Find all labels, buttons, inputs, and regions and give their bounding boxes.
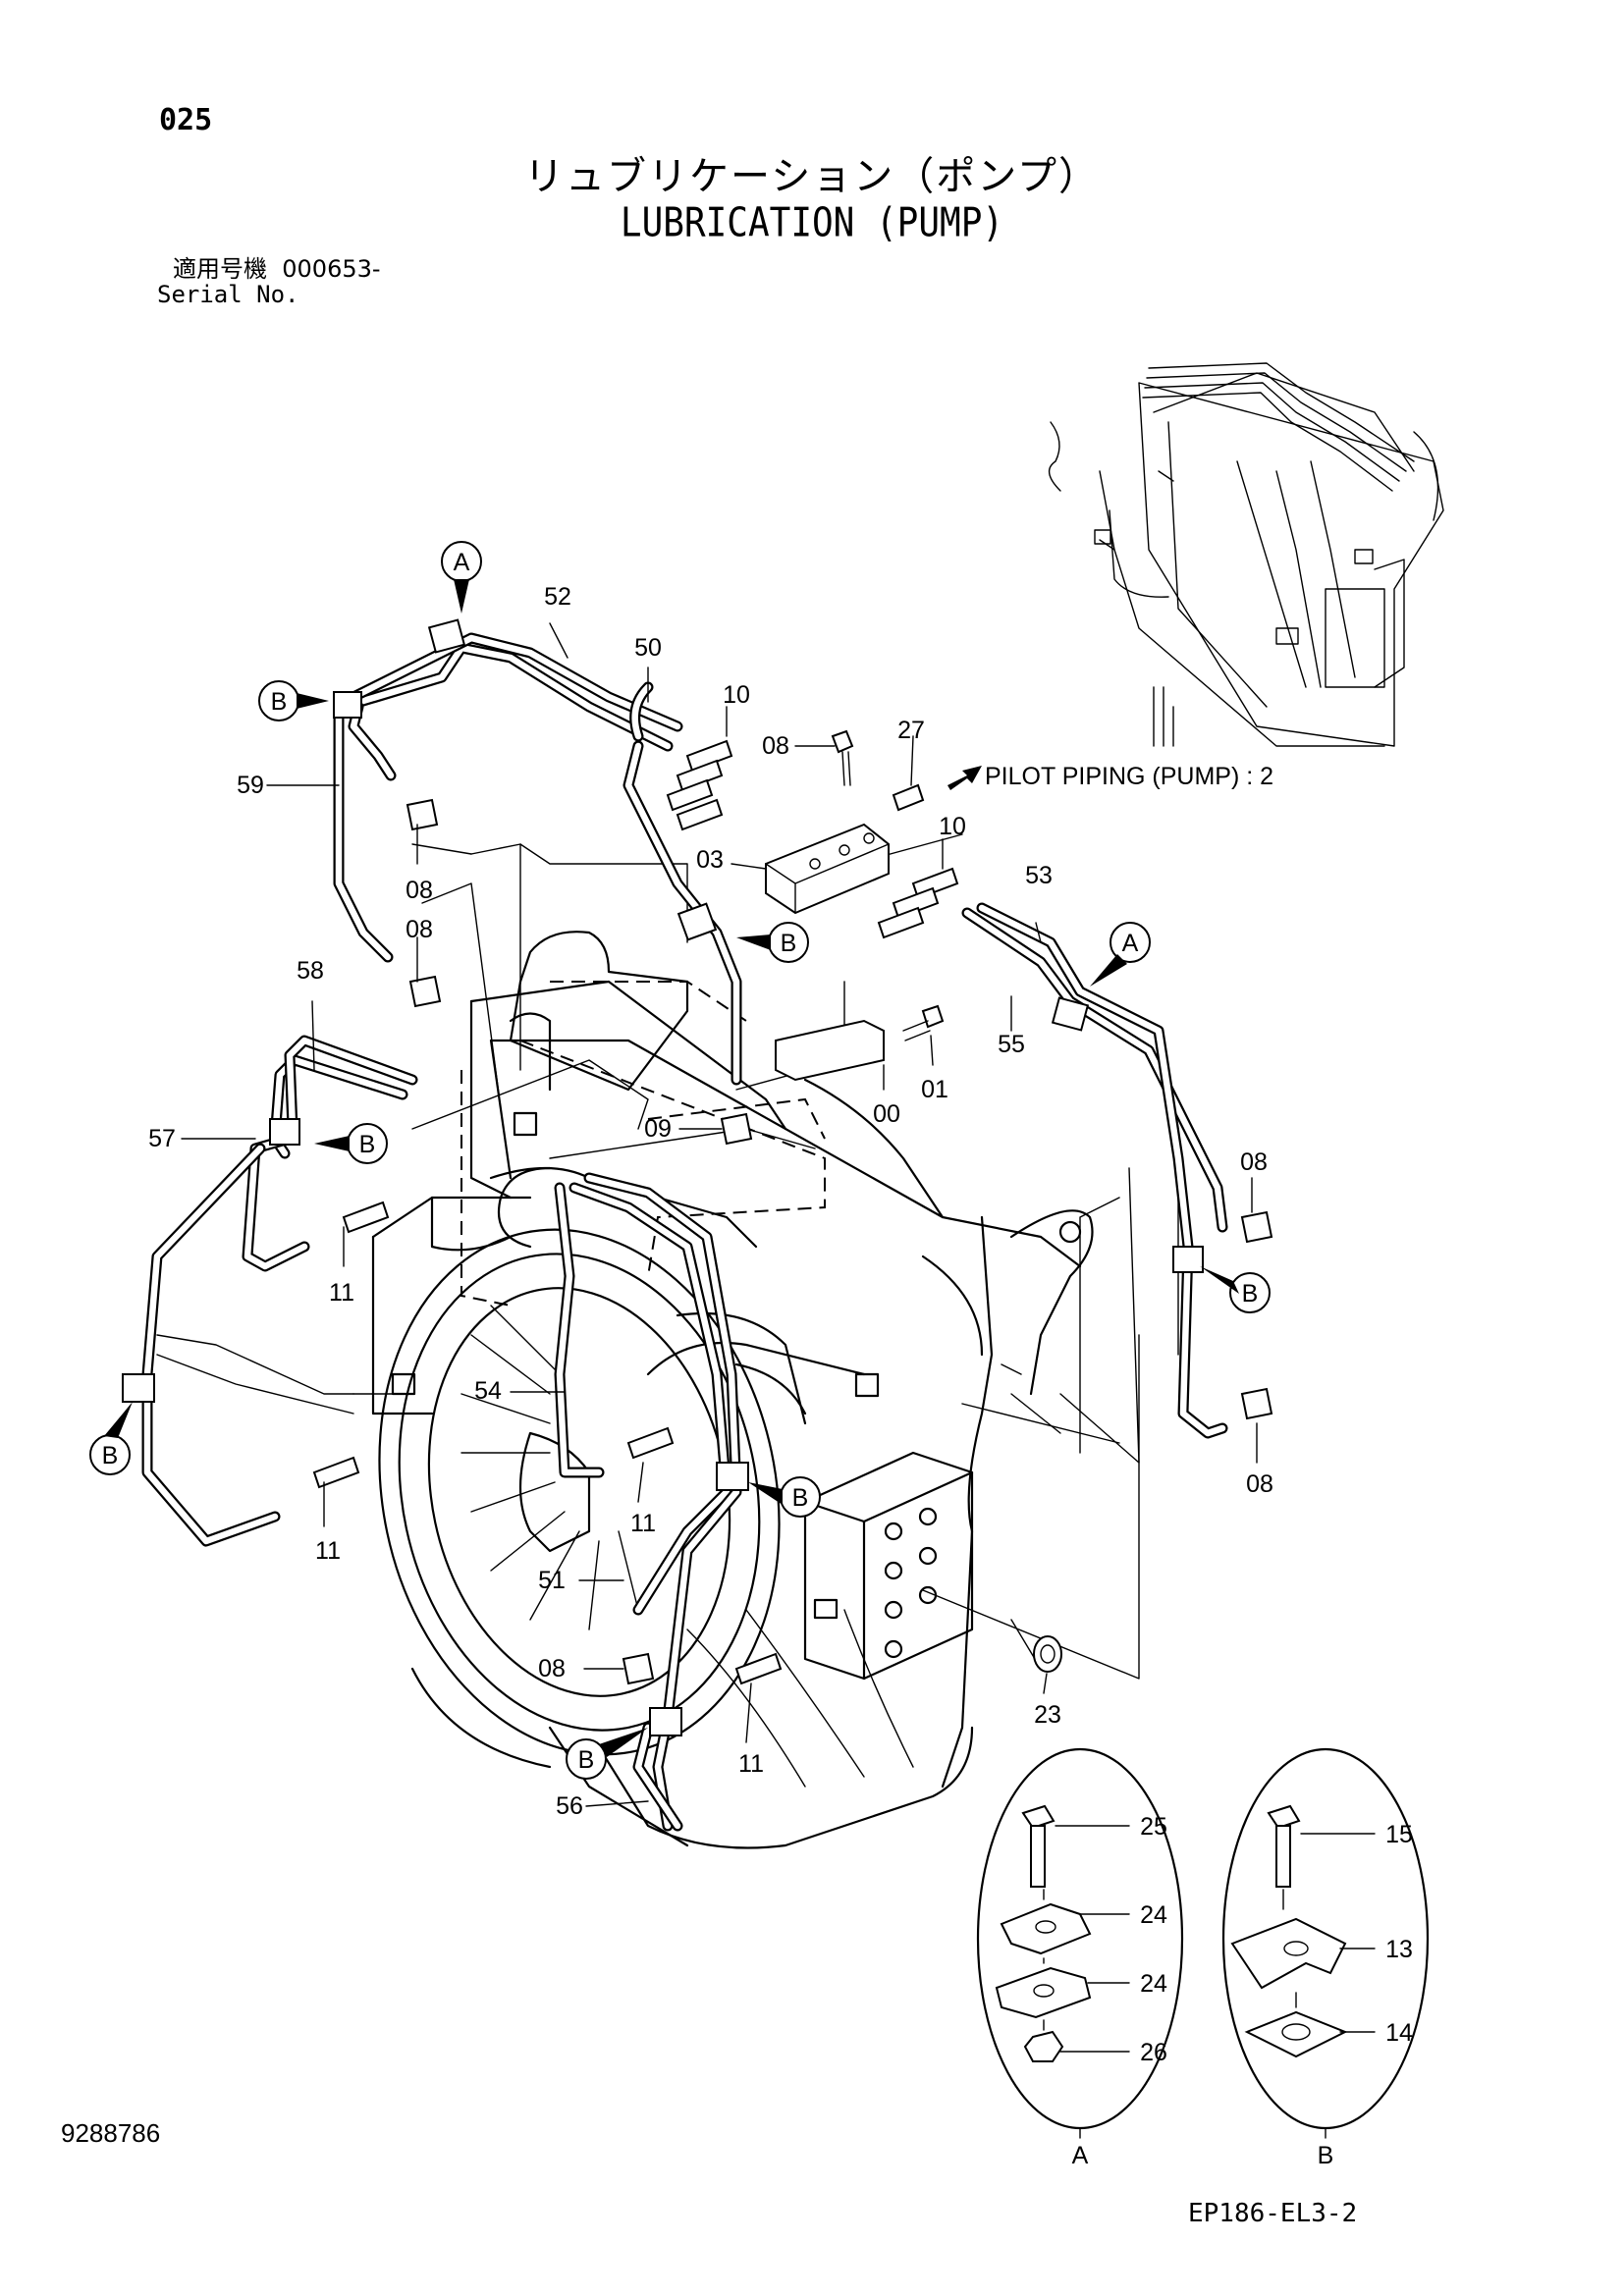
detail-b-label-13: 13 — [1385, 1936, 1413, 1963]
part-label-08-bottom: 08 — [538, 1655, 566, 1682]
detail-a-label-25: 25 — [1140, 1813, 1167, 1841]
part-label-09: 09 — [644, 1115, 672, 1143]
callout-bubbles: A B B A B B B — [89, 541, 1271, 1780]
callout-a-top: A — [441, 541, 482, 614]
part-label-11-c: 11 — [315, 1537, 341, 1565]
part-label-57: 57 — [148, 1125, 176, 1152]
svg-text:B: B — [271, 688, 288, 716]
svg-text:A: A — [454, 549, 470, 576]
part-label-08-right-b: 08 — [1246, 1470, 1273, 1498]
part-label-10-right: 10 — [939, 813, 966, 840]
page-number: 025 — [159, 103, 213, 137]
label-leaders — [181, 622, 1376, 2139]
svg-text:B: B — [578, 1746, 595, 1774]
pilot-piping-note: PILOT PIPING (PUMP) : 2 — [985, 763, 1273, 790]
part-label-11-a: 11 — [329, 1279, 354, 1307]
part-label-27: 27 — [897, 717, 925, 744]
lubrication-pipes — [141, 632, 1228, 1832]
part-label-59: 58 — [297, 957, 324, 985]
svg-text:B: B — [781, 930, 797, 957]
part-label-54: 55 — [998, 1031, 1025, 1058]
overview-inset-drawing — [1048, 362, 1444, 747]
part-number-labels: 52 50 10 08 27 10 03 59 08 08 58 57 53 5… — [148, 583, 1413, 2169]
title-japanese: リュブリケーション（ポンプ） — [524, 154, 1100, 199]
callout-b-center: B — [748, 1476, 821, 1518]
detail-b-label-14: 14 — [1385, 2019, 1413, 2047]
part-label-04: 08 — [762, 732, 789, 760]
detail-b-label-15: 15 — [1385, 1821, 1413, 1848]
part-label-52: 53 — [1025, 862, 1053, 889]
serial-label-english: Serial No. — [157, 281, 299, 308]
svg-text:A: A — [1122, 930, 1139, 957]
document-number: 9288786 — [61, 2118, 161, 2148]
callout-b-pipe59: B — [314, 1123, 388, 1164]
part-label-11-b: 11 — [630, 1510, 656, 1537]
part-label-53: 54 — [474, 1377, 502, 1405]
pump-housing-drawing — [371, 931, 1094, 1849]
part-label-08-a: 08 — [406, 877, 433, 904]
detail-a-label-26: 26 — [1140, 2039, 1167, 2066]
part-label-51: 51 — [538, 1567, 566, 1594]
detail-a-label-24-lower: 24 — [1140, 1970, 1167, 1998]
part-label-50: 50 — [634, 634, 662, 662]
part-label-11-d: 11 — [738, 1750, 764, 1778]
detail-a-label-24-upper: 24 — [1140, 1901, 1167, 1929]
part-label-00: 00 — [873, 1100, 900, 1128]
callout-b-pipe50: B — [736, 922, 809, 963]
callout-b-left: B — [89, 1402, 133, 1475]
part-label-56: 52 — [544, 583, 571, 611]
part-label-10-upper: 10 — [723, 681, 750, 709]
part-label-03: 03 — [696, 846, 724, 874]
callout-b-bottom: B — [566, 1728, 648, 1780]
fittings-and-clamps — [122, 618, 1273, 1736]
part-label-08-right-a: 08 — [1240, 1148, 1268, 1176]
svg-text:B: B — [792, 1484, 809, 1512]
serial-line-japanese: 適用号機 000653- — [173, 257, 381, 281]
part-label-23: 23 — [1034, 1701, 1061, 1729]
svg-text:B: B — [1242, 1280, 1259, 1308]
svg-text:B: B — [359, 1131, 376, 1158]
serial-value: 000653- — [282, 255, 381, 283]
callout-a-right: A — [1090, 922, 1151, 987]
callout-b-right: B — [1200, 1266, 1271, 1313]
detail-a-name: A — [1072, 2142, 1089, 2169]
detail-views — [976, 1747, 1430, 2130]
svg-text:B: B — [102, 1442, 119, 1469]
serial-label-jp: 適用号機 — [173, 255, 267, 283]
figure-code: EP186-EL3-2 — [1188, 2199, 1358, 2228]
part-label-55: 56 — [556, 1792, 583, 1820]
detail-b-name: B — [1318, 2142, 1334, 2169]
part-label-58: 59 — [237, 772, 264, 799]
part-label-08-b: 08 — [406, 916, 433, 943]
title-english: LUBRICATION (PUMP) — [620, 199, 1004, 246]
part-label-01: 01 — [921, 1076, 948, 1103]
callout-b-upper-left: B — [258, 680, 329, 721]
